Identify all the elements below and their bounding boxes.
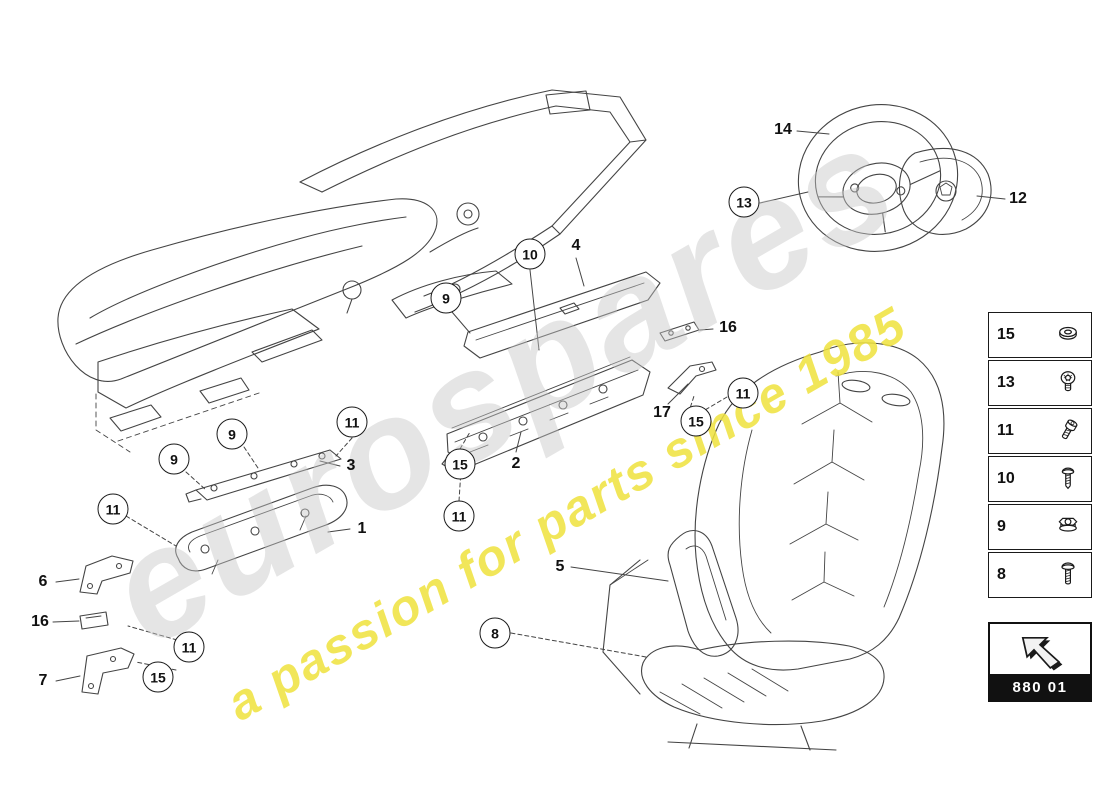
callout-11[interactable]: 11 xyxy=(727,377,759,409)
callout-10[interactable]: 10 xyxy=(514,238,546,270)
page-code-box: 880 01 xyxy=(988,622,1092,702)
cap-bolt-icon xyxy=(1053,413,1083,449)
callout-15[interactable]: 15 xyxy=(142,661,174,693)
callout-11[interactable]: 11 xyxy=(443,500,475,532)
callout-16[interactable]: 16 xyxy=(31,613,49,630)
sidebar-item-number: 9 xyxy=(997,518,1006,535)
sidebar-item-15[interactable]: 15 xyxy=(988,312,1092,358)
washer-icon xyxy=(1053,317,1083,353)
callout-12[interactable]: 12 xyxy=(1009,190,1027,207)
sidebar-item-number: 10 xyxy=(997,470,1015,487)
sidebar-item-10[interactable]: 10 xyxy=(988,456,1092,502)
callout-2[interactable]: 2 xyxy=(511,455,521,472)
sidebar-item-number: 11 xyxy=(997,422,1014,439)
hex-bolt-icon xyxy=(1053,557,1083,593)
callout-1[interactable]: 1 xyxy=(357,520,367,537)
sidebar-item-9[interactable]: 9 xyxy=(988,504,1092,550)
callout-15[interactable]: 15 xyxy=(680,405,712,437)
callout-8[interactable]: 8 xyxy=(479,617,511,649)
sidebar-item-11[interactable]: 11 xyxy=(988,408,1092,454)
pan-screw-icon xyxy=(1053,461,1083,497)
sidebar-item-8[interactable]: 8 xyxy=(988,552,1092,598)
callout-9[interactable]: 9 xyxy=(430,282,462,314)
callout-4[interactable]: 4 xyxy=(571,237,581,254)
sidebar-item-13[interactable]: 13 xyxy=(988,360,1092,406)
button-screw-icon xyxy=(1053,365,1083,401)
callout-5[interactable]: 5 xyxy=(555,558,565,575)
sidebar-item-number: 13 xyxy=(997,374,1015,391)
flange-nut-icon xyxy=(1053,509,1083,545)
back-arrow-icon xyxy=(1021,636,1063,671)
callout-9[interactable]: 9 xyxy=(158,443,190,475)
sidebar-item-number: 8 xyxy=(997,566,1006,583)
callout-16[interactable]: 16 xyxy=(719,319,737,336)
sidebar-item-number: 15 xyxy=(997,326,1015,343)
callout-11[interactable]: 11 xyxy=(173,631,205,663)
callout-11[interactable]: 11 xyxy=(336,406,368,438)
callout-9[interactable]: 9 xyxy=(216,418,248,450)
page-code: 880 01 xyxy=(990,674,1090,700)
callout-11[interactable]: 11 xyxy=(97,493,129,525)
callout-15[interactable]: 15 xyxy=(444,448,476,480)
callout-17[interactable]: 17 xyxy=(653,404,671,421)
fastener-sidebar: 15 13 11 10 9 8 xyxy=(988,312,1092,598)
callout-6[interactable]: 6 xyxy=(38,573,48,590)
callout-3[interactable]: 3 xyxy=(346,457,356,474)
callout-13[interactable]: 13 xyxy=(728,186,760,218)
arrow-area xyxy=(990,624,1090,674)
callout-7[interactable]: 7 xyxy=(38,672,48,689)
callout-14[interactable]: 14 xyxy=(774,121,792,138)
